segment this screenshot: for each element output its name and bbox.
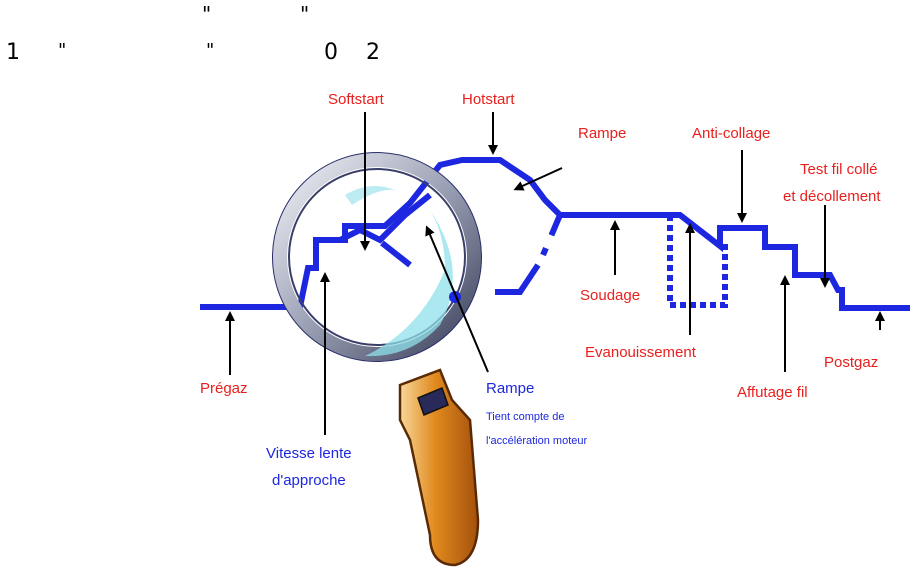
label-test-fil-line1: Test fil collé — [800, 161, 878, 178]
label-evanouissement: Evanouissement — [585, 344, 697, 361]
label-hotstart: Hotstart — [462, 91, 515, 108]
label-softstart: Softstart — [328, 91, 385, 108]
label-rampe-bottom: Rampe — [486, 380, 534, 397]
label-rampe-top: Rampe — [578, 125, 626, 142]
magnifying-glass-icon — [273, 153, 481, 565]
hotstart-dashed-path — [495, 215, 560, 292]
label-postgaz: Postgaz — [824, 354, 878, 371]
label-anti-collage: Anti-collage — [692, 125, 770, 142]
label-soudage: Soudage — [580, 287, 640, 304]
label-rampe-note-line2: l'accélération moteur — [486, 435, 587, 447]
label-vitesse-line1: Vitesse lente — [266, 445, 352, 462]
label-test-fil-line2: et décollement — [783, 188, 881, 205]
label-rampe-note-line1: Tient compte de — [486, 411, 564, 423]
label-affutage-fil: Affutage fil — [737, 384, 808, 401]
label-vitesse-line2: d'approche — [272, 472, 346, 489]
label-pregaz: Prégaz — [200, 380, 248, 397]
